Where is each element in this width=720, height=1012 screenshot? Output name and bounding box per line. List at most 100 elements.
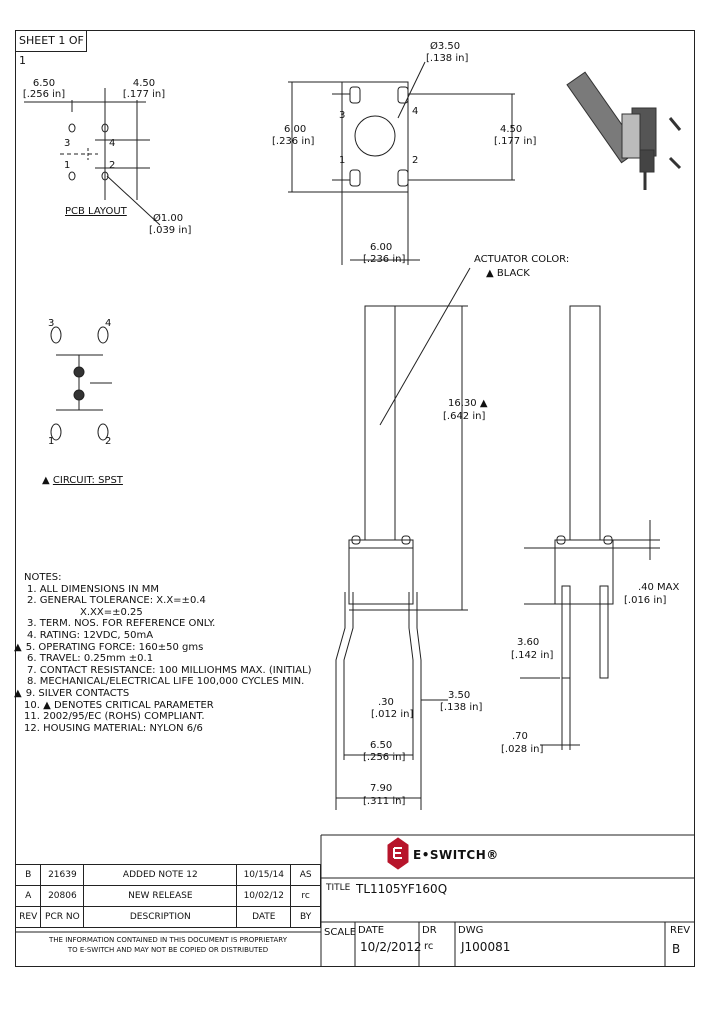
inner-width-dim: 6.50 (370, 740, 393, 751)
circuit-pin-1: 1 (48, 436, 55, 447)
rev-label: REV (670, 925, 691, 936)
table-row: B 21639 ADDED NOTE 12 10/15/14 AS (14, 864, 321, 886)
header-date: DATE (236, 906, 292, 928)
table-header-row: REV PCR NO DESCRIPTION DATE BY (14, 906, 321, 928)
critical-triangle-icon: ▲ (479, 398, 488, 409)
pcr-cell: 20806 (40, 885, 85, 907)
proprietary-line-2: TO E-SWITCH AND MAY NOT BE COPIED OR DIS… (67, 946, 269, 954)
end-lead-w-dim: .70 (512, 731, 528, 742)
pcb-hole-dim-in: [.039 in] (149, 225, 192, 236)
actuator-dia-dim-in: [.138 in] (426, 53, 469, 64)
top-pin-1: 1 (339, 155, 346, 166)
note-10: 10. ▲ DENOTES CRITICAL PARAMETER (24, 699, 214, 711)
note-5-text: 5. OPERATING FORCE: 160±50 gms (25, 641, 204, 653)
inner-width-dim-in: [.256 in] (363, 752, 406, 763)
top-height-dim-in: [.236 in] (272, 136, 315, 147)
header-pcr: PCR NO (40, 906, 85, 928)
circuit-pin-4: 4 (105, 318, 112, 329)
table-row: A 20806 NEW RELEASE 10/02/12 rc (14, 885, 321, 907)
part-title: TL1105YF160Q (356, 882, 448, 896)
circuit-pin-3: 3 (48, 318, 55, 329)
pcr-cell: 21639 (40, 864, 85, 886)
end-lead-w-dim-in: [.028 in] (501, 744, 544, 755)
pcb-width-dim-in: [.256 in] (22, 89, 66, 100)
side-height-dim-in: [.642 in] (443, 411, 486, 422)
critical-triangle-icon: ▲ (42, 475, 50, 486)
side-view-drawing (335, 267, 471, 810)
top-pin-3: 3 (339, 110, 346, 121)
side-height-value: 16.30 (448, 398, 477, 409)
note-2: 2. GENERAL TOLERANCE: X.X=±0.4 (27, 595, 206, 607)
end-lead-len-dim: 3.60 (517, 637, 540, 648)
note-9: ▲9. SILVER CONTACTS (14, 688, 312, 700)
actuator-color-label: ACTUATOR COLOR: (474, 254, 570, 265)
end-max-label: MAX (657, 582, 680, 593)
dwg-value: J100081 (461, 940, 511, 954)
pcb-pin-3: 3 (64, 138, 71, 149)
note-8: 8. MECHANICAL/ELECTRICAL LIFE 100,000 CY… (27, 676, 305, 688)
lead-thick-dim-in: [.012 in] (371, 709, 414, 720)
pcb-pitch-dim: 4.50 (132, 78, 156, 89)
title-label: TITLE (326, 883, 351, 893)
critical-triangle-icon: ▲ (14, 641, 22, 653)
circuit-drawing (50, 326, 112, 441)
note-3: 3. TERM. NOS. FOR REFERENCE ONLY. (27, 618, 216, 630)
end-max-dim: .40 (638, 582, 654, 593)
actuator-dia-dim: Ø3.50 (430, 41, 461, 52)
3d-view-drawing (566, 71, 682, 190)
critical-triangle-icon: ▲ (486, 268, 494, 279)
actuator-color-text: BLACK (496, 268, 530, 279)
note-4: 4. RATING: 12VDC, 50mA (27, 629, 154, 641)
date-cell: 10/15/14 (236, 864, 292, 886)
end-lead-len-dim-in: [.142 in] (511, 650, 554, 661)
pcb-hole-dim: Ø1.00 (153, 213, 184, 224)
desc-cell: ADDED NOTE 12 (83, 864, 238, 886)
top-pin-2: 2 (412, 155, 419, 166)
rev-cell: A (14, 885, 42, 907)
by-cell: AS (290, 864, 321, 886)
header-by: BY (290, 906, 321, 928)
date-cell: 10/02/12 (236, 885, 292, 907)
desc-cell: NEW RELEASE (83, 885, 238, 907)
dwg-label: DWG (458, 925, 484, 936)
pcb-width-dim: 6.50 (32, 78, 56, 89)
top-pin-4: 4 (412, 106, 419, 117)
critical-triangle-icon: ▲ (14, 687, 22, 699)
circuit-label-text: CIRCUIT: SPST (52, 475, 123, 486)
revision-table: B 21639 ADDED NOTE 12 10/15/14 AS A 2080… (14, 864, 321, 928)
actuator-color-value: ▲ BLACK (486, 268, 530, 279)
rev-cell: B (14, 864, 42, 886)
proprietary-line-1: THE INFORMATION CONTAINED IN THIS DOCUME… (49, 936, 287, 944)
header-rev: REV (14, 906, 42, 928)
top-width-dim-in: [.236 in] (363, 254, 406, 265)
top-view-drawing (288, 61, 515, 265)
lead-thick-dim: .30 (378, 697, 394, 708)
rev-value: B (672, 942, 681, 956)
pcb-layout-drawing (24, 88, 161, 226)
pcb-pin-1: 1 (64, 160, 71, 171)
notes-block: NOTES: 1. ALL DIMENSIONS IN MM 2. GENERA… (14, 572, 312, 734)
by-cell: rc (290, 885, 321, 907)
top-width-dim: 6.00 (370, 242, 393, 253)
top-pitch-dim-in: [.177 in] (494, 136, 537, 147)
top-height-dim: 6.00 (284, 124, 307, 135)
top-pitch-dim: 4.50 (500, 124, 523, 135)
note-9-text: 9. SILVER CONTACTS (25, 687, 130, 699)
end-max-dim-in: [.016 in] (624, 595, 667, 606)
scale-label: SCALE (324, 927, 357, 938)
outer-width-dim-in: [.311 in] (363, 796, 406, 807)
title-block-lines (15, 834, 695, 967)
dr-value: rc (424, 941, 434, 952)
side-height-dim: 16.30 ▲ (448, 398, 488, 409)
circuit-pin-2: 2 (105, 436, 112, 447)
pcb-pin-4: 4 (109, 138, 116, 149)
note-5: ▲5. OPERATING FORCE: 160±50 gms (14, 642, 312, 654)
dr-label: DR (422, 925, 437, 936)
note-12: 12. HOUSING MATERIAL: NYLON 6/6 (24, 722, 203, 734)
note-11: 11. 2002/95/EC (ROHS) COMPLIANT. (24, 711, 205, 723)
pcb-pin-2: 2 (109, 160, 116, 171)
lead-len-dim-in: [.138 in] (440, 702, 483, 713)
end-view-drawing (520, 305, 660, 750)
lead-len-dim: 3.50 (448, 690, 471, 701)
